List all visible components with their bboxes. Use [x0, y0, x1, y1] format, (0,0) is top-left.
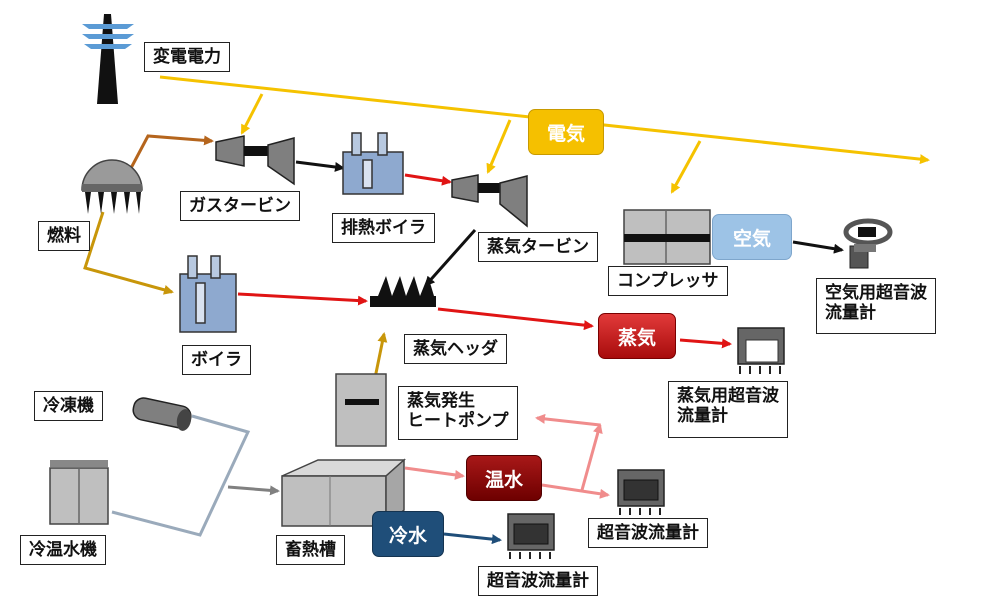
gas-turbine-to-waste-boiler	[295, 160, 345, 172]
steam-header-label: 蒸気ヘッダ	[404, 334, 507, 365]
steam-heat-pump-label-line1: 蒸気発生	[407, 391, 475, 411]
air-badge: 空気	[712, 214, 792, 260]
hot-water-lines	[404, 413, 610, 499]
steam-turbine-icon	[451, 174, 528, 228]
air-flowmeter-icon	[843, 218, 893, 269]
substation-power-label: 変電電力	[144, 42, 230, 73]
steam-flowmeter-icon	[737, 327, 785, 374]
fuel-tank-icon	[81, 159, 143, 214]
chiller-heater-label: 冷温水機	[20, 535, 106, 566]
waste-heat-boiler-label: 排熱ボイラ	[332, 213, 435, 244]
electricity-badge: 電気	[528, 109, 604, 155]
waste-heat-boiler-icon	[342, 132, 404, 195]
electricity-to-steam-turbine	[486, 119, 512, 174]
steam-boiler-to-turbine	[404, 173, 452, 186]
hot-water-flowmeter-label: 超音波流量計	[588, 518, 708, 549]
chilled-to-tank	[227, 485, 280, 496]
chilled-lines	[111, 414, 502, 545]
hot-water-up	[580, 423, 603, 491]
heat-pump-icon	[335, 373, 387, 447]
cold-water-flowmeter-label: 超音波流量計	[478, 566, 598, 597]
steam-lines	[237, 173, 732, 349]
hot-water-badge: 温水	[466, 455, 542, 501]
transmission-tower-icon	[82, 14, 134, 104]
gas-turbine-label: ガスタービン	[180, 191, 300, 222]
cold-water-badge: 冷水	[372, 511, 444, 557]
fuel-lines	[83, 134, 214, 295]
heat-pump-to-header	[373, 332, 388, 379]
steam-header-icon	[370, 276, 436, 307]
steam-heat-pump-label-line2: ヒートポンプ	[407, 411, 509, 432]
fuel-to-gas-turbine	[128, 134, 214, 171]
chiller-heater-icon	[49, 460, 109, 525]
steam-header-to-badge	[437, 307, 594, 331]
air-flowmeter-label: 空気用超音波 流量計	[816, 278, 936, 334]
steam-flowmeter-label: 蒸気用超音波 流量計	[668, 381, 788, 438]
steam-flowmeter-label-line1: 蒸気用超音波	[677, 386, 779, 406]
steam-badge: 蒸気	[598, 313, 676, 359]
steam-flowmeter-label-line2: 流量計	[677, 406, 728, 427]
steam-boiler-to-header	[237, 292, 368, 306]
storage-tank-icon	[281, 458, 406, 528]
steam-heat-pump-label: 蒸気発生 ヒートポンプ	[398, 386, 518, 440]
hot-water-flowmeter-icon	[617, 469, 665, 515]
fuel-to-boiler	[83, 211, 174, 295]
compressor-air-to-flowmeter	[792, 240, 844, 254]
chiller-loop-line	[111, 414, 251, 537]
hot-water-to-flowmeter	[541, 483, 610, 499]
air-flowmeter-label-line2: 流量計	[825, 303, 876, 324]
gas-turbine-icon	[215, 135, 295, 186]
mechanical-lines	[295, 160, 844, 287]
boiler-label: ボイラ	[182, 345, 251, 376]
steam-turbine-label: 蒸気タービン	[478, 232, 598, 263]
fuel-label: 燃料	[38, 221, 90, 252]
heat-storage-tank-label: 畜熱槽	[276, 535, 345, 566]
refrigerator-icon	[132, 397, 192, 431]
hot-water-to-heat-pump	[535, 413, 601, 427]
cold-water-to-flowmeter	[443, 532, 502, 545]
electricity-to-gas-turbine	[240, 93, 264, 135]
steam-turbine-to-header	[424, 229, 477, 287]
compressor-label: コンプレッサ	[608, 266, 728, 297]
tank-to-hot-water	[404, 466, 465, 480]
cold-water-flowmeter-icon	[507, 513, 555, 559]
refrigerator-label: 冷凍機	[34, 391, 103, 422]
electricity-to-compressor	[670, 140, 702, 194]
boiler-icon	[179, 255, 237, 333]
air-flowmeter-label-line1: 空気用超音波	[825, 283, 927, 303]
steam-to-flowmeter	[679, 338, 732, 349]
compressor-icon	[623, 209, 711, 265]
